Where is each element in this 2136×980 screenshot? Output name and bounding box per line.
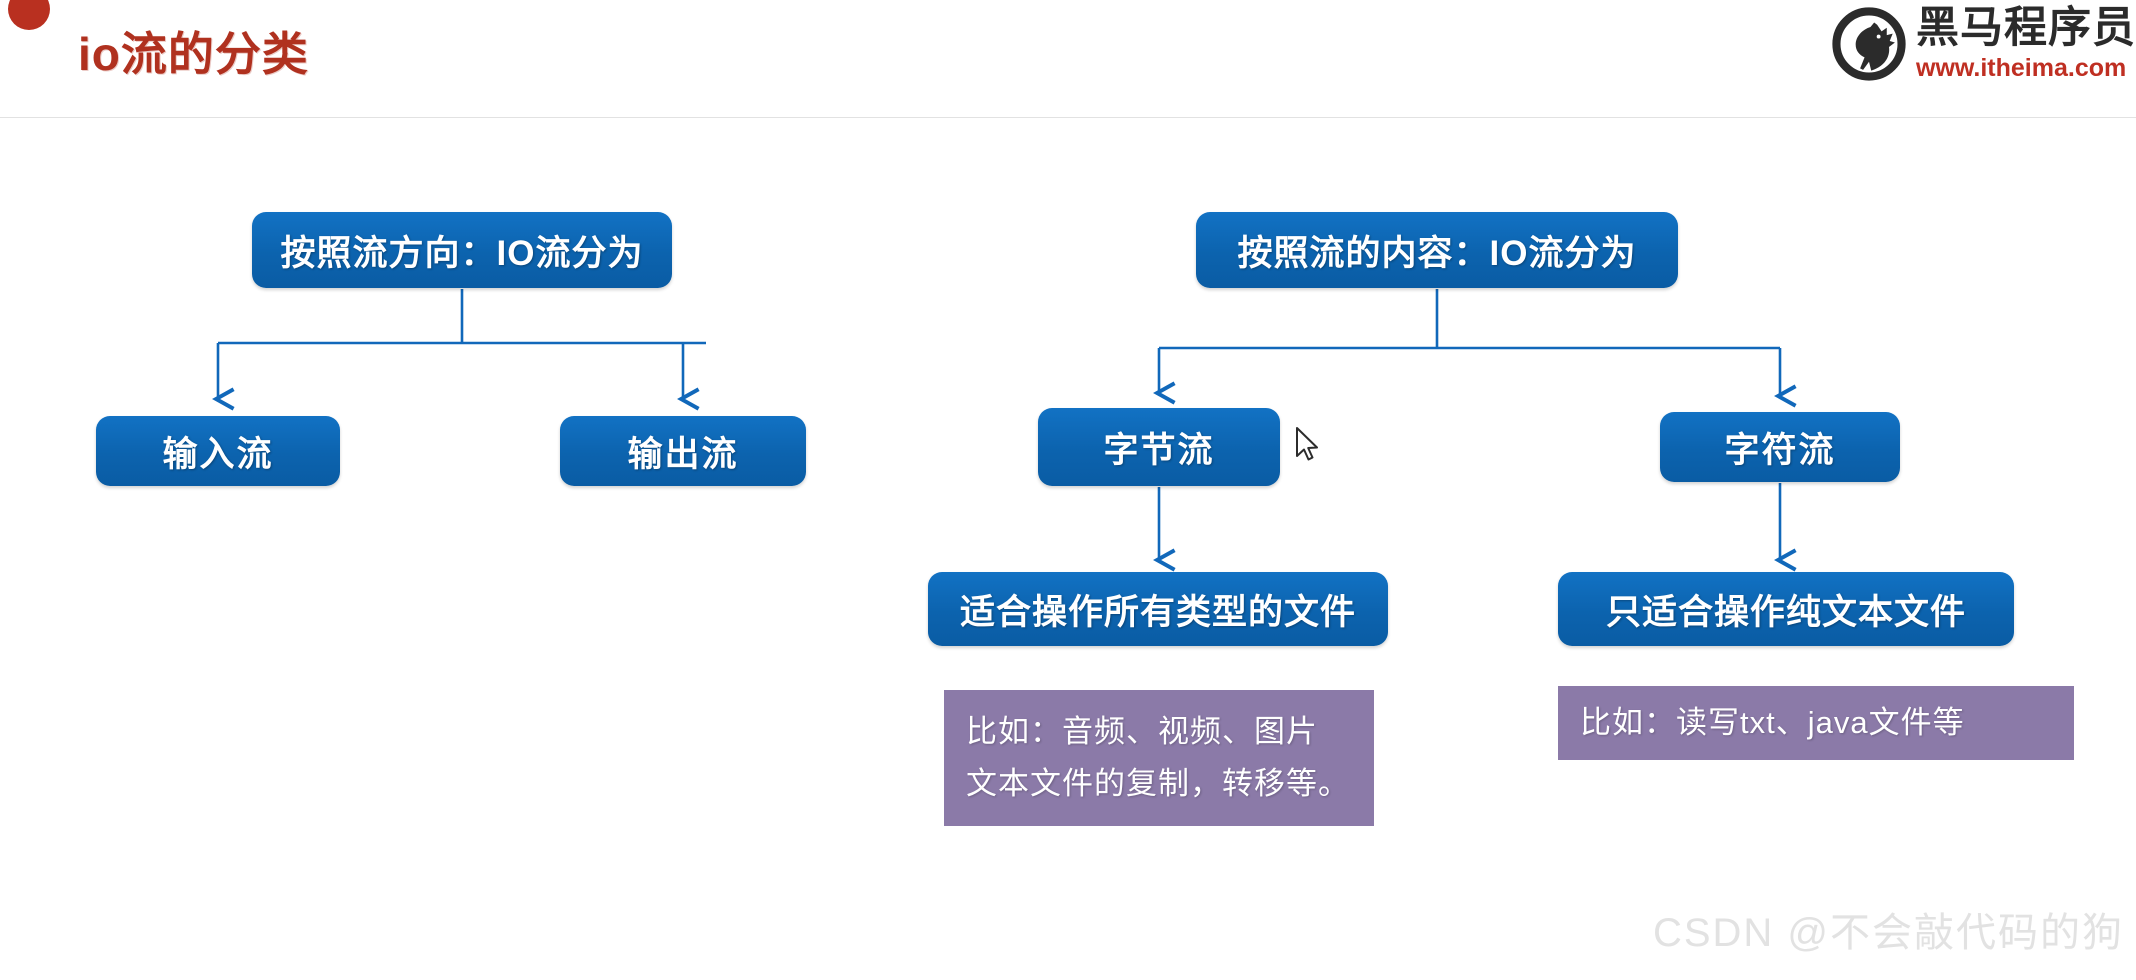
slide-header: io流的分类 黑马程序员 www.itheima.com [0, 0, 2136, 118]
brand-url: www.itheima.com [1916, 53, 2127, 82]
page-title: io流的分类 [78, 28, 309, 80]
note-char-stream-examples: 比如：读写txt、java文件等 [1558, 686, 2074, 760]
node-input-stream[interactable]: 输入流 [96, 416, 340, 486]
node-by-direction-root[interactable]: 按照流方向：IO流分为 [252, 212, 672, 288]
node-byte-stream[interactable]: 字节流 [1038, 408, 1280, 486]
node-byte-stream-description[interactable]: 适合操作所有类型的文件 [928, 572, 1388, 646]
note-char-line-1: 比如：读写txt、java文件等 [1580, 705, 1965, 740]
header-divider [0, 117, 2136, 118]
csdn-watermark: CSDN @不会敲代码的狗 [1652, 911, 2124, 955]
node-output-stream[interactable]: 输出流 [560, 416, 806, 486]
brand-logo: 黑马程序员 www.itheima.com [1832, 2, 2136, 86]
node-by-content-root[interactable]: 按照流的内容：IO流分为 [1196, 212, 1678, 288]
brand-name: 黑马程序员 [1916, 4, 2136, 53]
note-byte-line-1: 比如：音频、视频、图片 [966, 714, 1318, 749]
note-byte-stream-examples: 比如：音频、视频、图片 文本文件的复制，转移等。 [944, 690, 1374, 826]
node-char-stream-description[interactable]: 只适合操作纯文本文件 [1558, 572, 2014, 646]
brand-text: 黑马程序员 www.itheima.com [1916, 5, 2136, 83]
connector-content-branch [1159, 289, 1780, 396]
node-char-stream[interactable]: 字符流 [1660, 412, 1900, 482]
connector-direction-branch [218, 289, 706, 399]
note-byte-line-2: 文本文件的复制，转移等。 [966, 766, 1350, 801]
horse-head-circle-logo-icon [1832, 7, 1906, 81]
